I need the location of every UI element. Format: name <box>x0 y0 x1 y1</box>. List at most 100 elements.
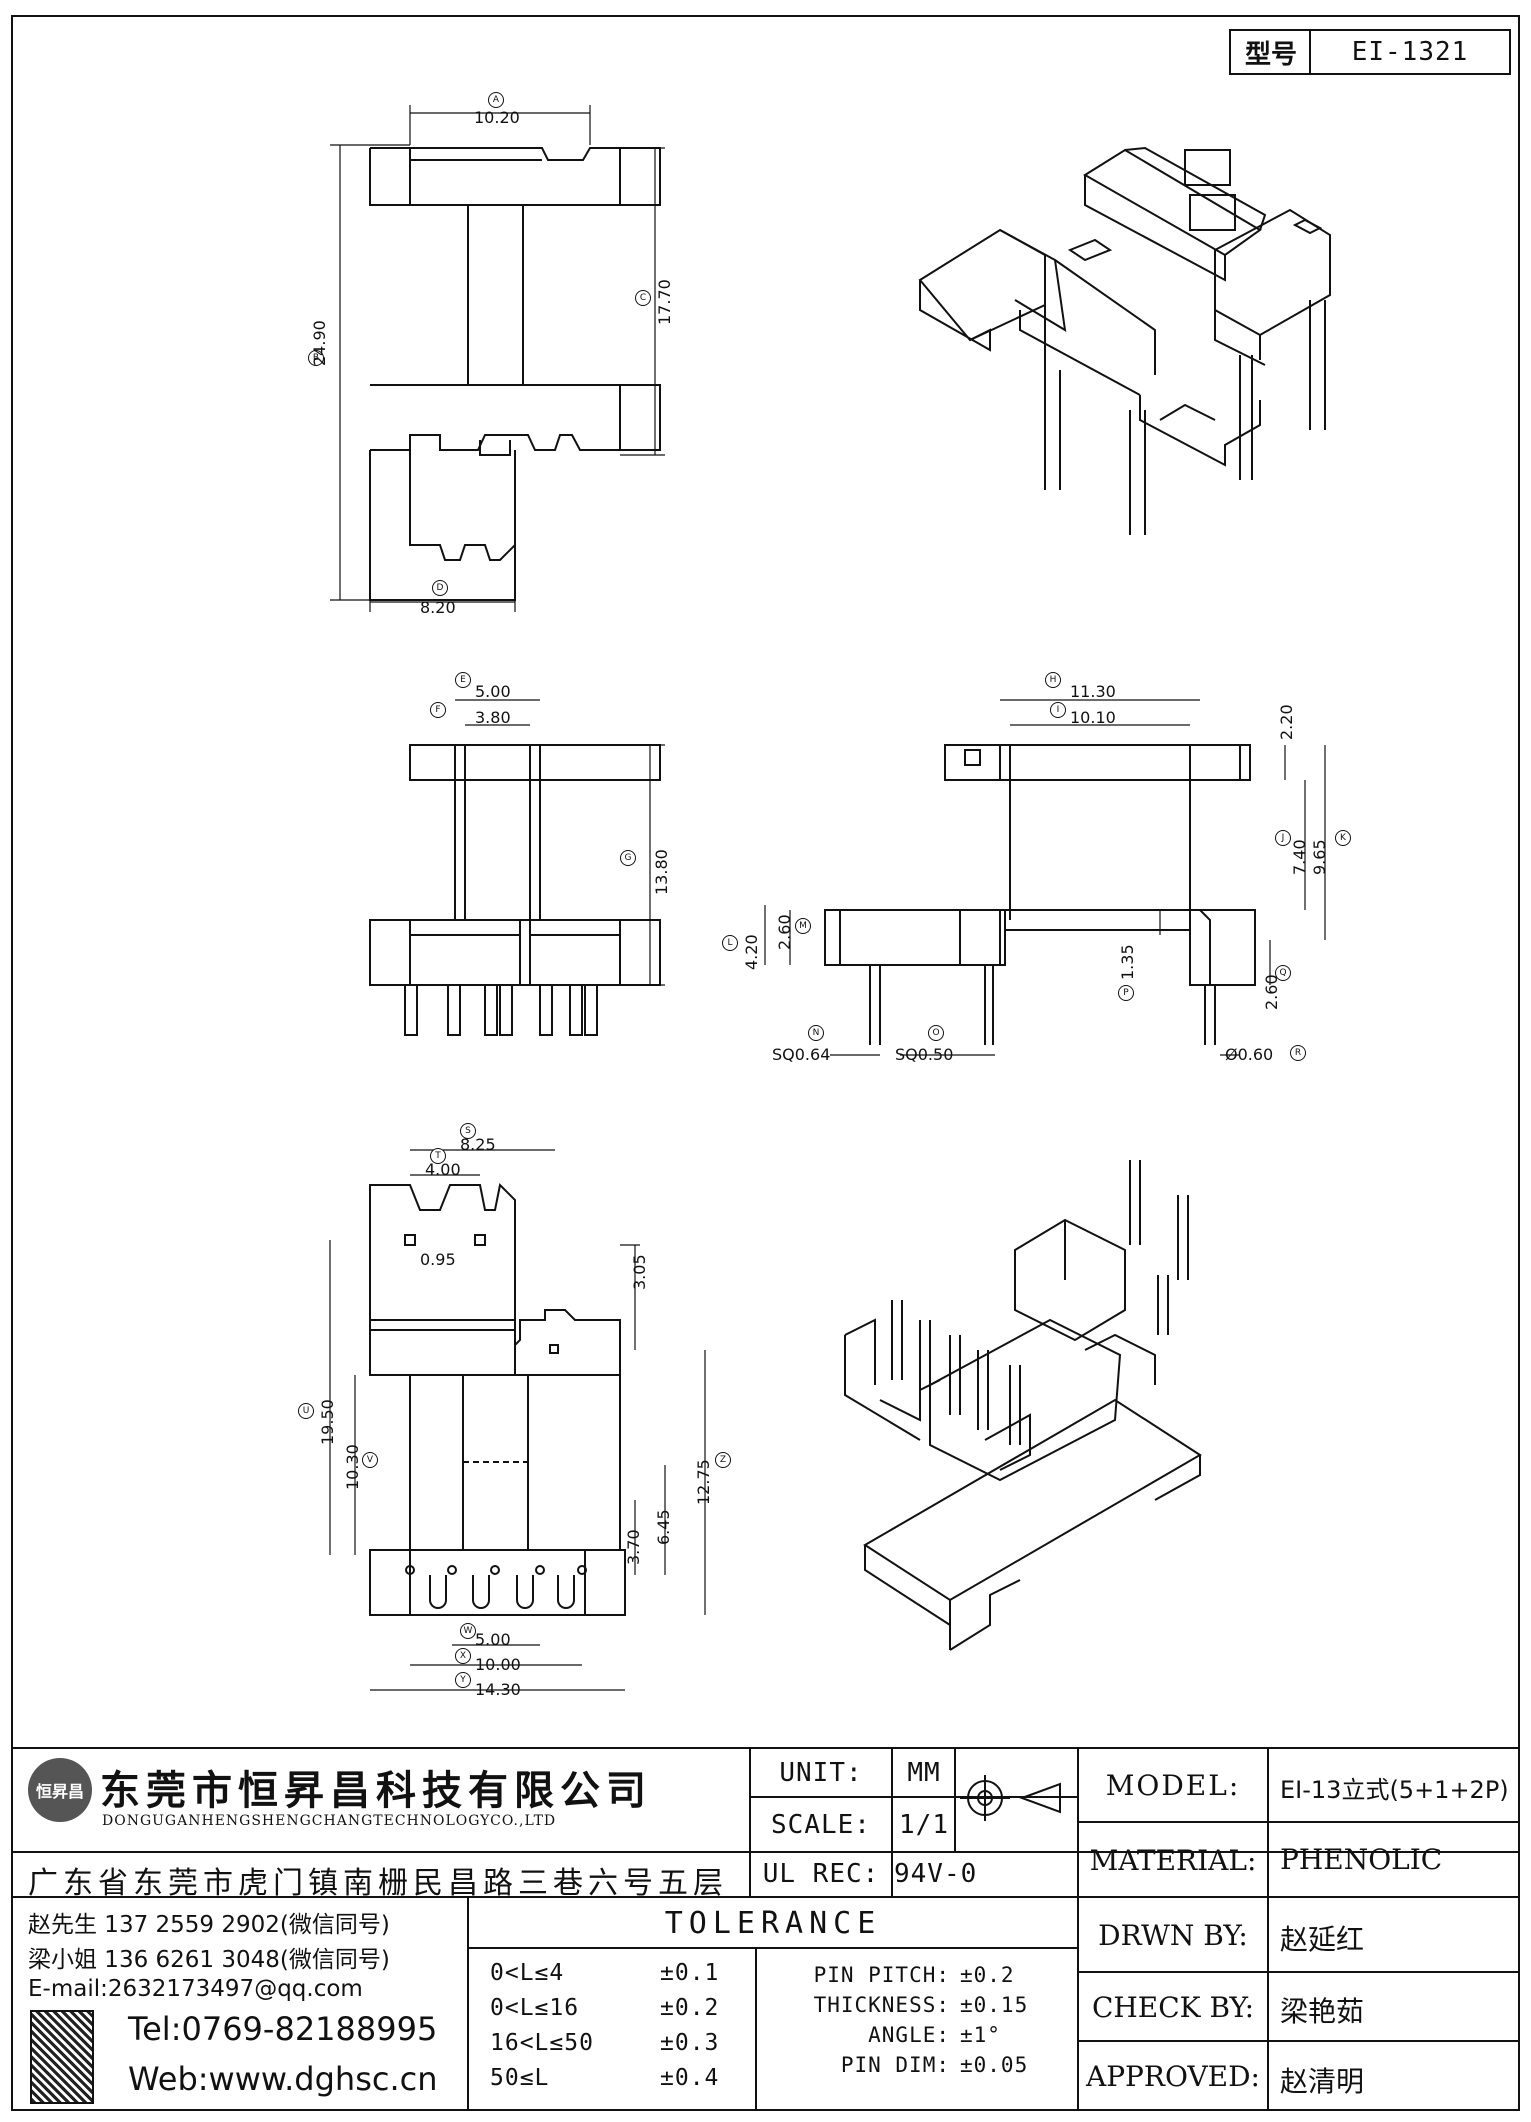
dim-badge-v: V <box>362 1452 378 1468</box>
dim-s: 8.25 <box>460 1135 496 1154</box>
contact-2: 梁小姐 136 6261 3048(微信同号) <box>28 1947 390 1973</box>
bottom-view <box>369 1182 626 1616</box>
tol-misc-value-2: ±0.15 <box>960 1993 1029 2017</box>
dim-j: 7.40 <box>1290 839 1309 875</box>
ulrec-label: UL REC: <box>762 1859 880 1889</box>
tol-misc-label-2: THICKNESS: <box>813 1993 950 2017</box>
check-value: 梁艳茹 <box>1280 1995 1365 2028</box>
dim-z: 12.75 <box>694 1459 713 1505</box>
tol-misc-value-3: ±1° <box>960 2023 1001 2047</box>
dim-badge-r: R <box>1290 1045 1306 1061</box>
dim-badge-f: F <box>430 702 446 718</box>
dim-f: 3.80 <box>475 708 511 727</box>
projection-symbol <box>960 1775 1061 1821</box>
tol-value-1: ±0.1 <box>660 1960 720 1986</box>
ulrec-value: 94V-0 <box>894 1859 978 1889</box>
contact-email: E-mail:2632173497@qq.com <box>28 1976 363 2002</box>
tol-range-3: 16<L≤50 <box>490 2030 594 2056</box>
dim-badge-c: C <box>635 290 651 306</box>
dim-w: 5.00 <box>475 1630 511 1649</box>
tol-misc-value-1: ±0.2 <box>960 1963 1015 1987</box>
company-name-en: DONGUGANHENGSHENGCHANGTECHNOLOGYCO.,LTD <box>102 1813 557 1829</box>
dim-badge-p: P <box>1118 985 1134 1001</box>
dim-g: 13.80 <box>652 849 671 895</box>
company-address: 广东省东莞市虎门镇南栅民昌路三巷六号五层 <box>28 1866 728 1901</box>
dim-b: 24.90 <box>310 320 329 366</box>
qr-code-icon <box>30 2010 94 2104</box>
drwn-value: 赵延红 <box>1280 1923 1365 1956</box>
dim-badge-w: W <box>460 1623 476 1639</box>
dim-badge-y: Y <box>455 1672 471 1688</box>
dim-i: 10.10 <box>1070 708 1116 727</box>
dim-q: 2.60 <box>1262 974 1281 1010</box>
dim-badge-k: K <box>1335 830 1351 846</box>
iso-view-2 <box>844 1160 1202 1651</box>
check-label: CHECK BY: <box>1091 1990 1255 2024</box>
dim-y: 14.30 <box>475 1680 521 1699</box>
header-model-value: EI-1321 <box>1351 37 1469 67</box>
approved-label: APPROVED: <box>1086 2059 1260 2093</box>
tol-value-2: ±0.2 <box>660 1995 720 2021</box>
dim-a: 10.20 <box>474 108 520 127</box>
contact-web: Web:www.dghsc.cn <box>128 2060 438 2098</box>
dim-3-05: 3.05 <box>630 1254 649 1290</box>
tol-range-2: 0<L≤16 <box>490 1995 580 2021</box>
company-logo: 恒昇昌 <box>28 1758 92 1822</box>
dim-badge-d: D <box>432 580 448 596</box>
tolerance-title: TOLERANCE <box>664 1905 882 1941</box>
dim-k: 9.65 <box>1310 839 1329 875</box>
model-value: EI-13立式(5+1+2P) <box>1280 1776 1509 1804</box>
dim-badge-n: N <box>808 1025 824 1041</box>
dim-badge-o: O <box>928 1025 944 1041</box>
tol-misc-value-4: ±0.05 <box>960 2053 1029 2077</box>
approved-value: 赵清明 <box>1280 2065 1365 2098</box>
dim-e: 5.00 <box>475 682 511 701</box>
dim-d: 8.20 <box>420 598 456 617</box>
outer-border <box>11 15 1520 2111</box>
iso-view-1 <box>918 146 1331 535</box>
top-view <box>369 147 661 601</box>
company-name-cn: 东莞市恒昇昌科技有限公司 <box>100 1768 652 1814</box>
tol-range-4: 50≤L <box>490 2065 550 2091</box>
contact-tel: Tel:0769-82188995 <box>128 2010 438 2048</box>
unit-label: UNIT: <box>779 1758 863 1788</box>
dim-badge-s: S <box>460 1123 476 1139</box>
dim-p: 1.35 <box>1118 944 1137 980</box>
dim-m: 2.60 <box>775 914 794 950</box>
tol-range-1: 0<L≤4 <box>490 1960 565 1986</box>
tol-misc-label-1: PIN PITCH: <box>813 1963 950 1987</box>
dim-u: 19.50 <box>318 1399 337 1445</box>
header-model-label: 型号 <box>1244 39 1297 70</box>
scale-label: SCALE: <box>771 1810 871 1840</box>
tol-value-3: ±0.3 <box>660 2030 720 2056</box>
dim-badge-e: E <box>455 672 471 688</box>
dim-x: 10.00 <box>475 1655 521 1674</box>
side-view <box>824 744 1256 1045</box>
unit-value: MM <box>907 1758 941 1788</box>
dim-t: 4.00 <box>425 1160 461 1179</box>
dim-badge-l: L <box>722 935 738 951</box>
dim-0-95: 0.95 <box>420 1250 456 1269</box>
tol-misc-label-4: PIN DIM: <box>840 2053 950 2077</box>
model-label: MODEL: <box>1105 1768 1241 1802</box>
dim-l: 4.20 <box>742 934 761 970</box>
material-value: PHENOLIC <box>1280 1843 1443 1876</box>
dim-badge-h: H <box>1045 672 1061 688</box>
dim-badge-x: X <box>455 1648 471 1664</box>
drwn-label: DRWN BY: <box>1098 1918 1248 1952</box>
dim-v: 10.30 <box>343 1444 362 1490</box>
dim-r: Ø0.60 <box>1225 1045 1274 1064</box>
dim-badge-i: I <box>1050 702 1066 718</box>
tol-value-4: ±0.4 <box>660 2065 720 2091</box>
dim-badge-z: Z <box>715 1452 731 1468</box>
dim-o: SQ0.50 <box>895 1045 954 1064</box>
dim-badge-b: B <box>308 350 324 366</box>
dim-c: 17.70 <box>655 279 674 325</box>
dim-badge-j: J <box>1275 830 1291 846</box>
dim-badge-q: Q <box>1275 965 1291 981</box>
dim-badge-u: U <box>298 1403 314 1419</box>
dim-6-45: 6.45 <box>654 1509 673 1545</box>
dim-badge-g: G <box>620 850 636 866</box>
